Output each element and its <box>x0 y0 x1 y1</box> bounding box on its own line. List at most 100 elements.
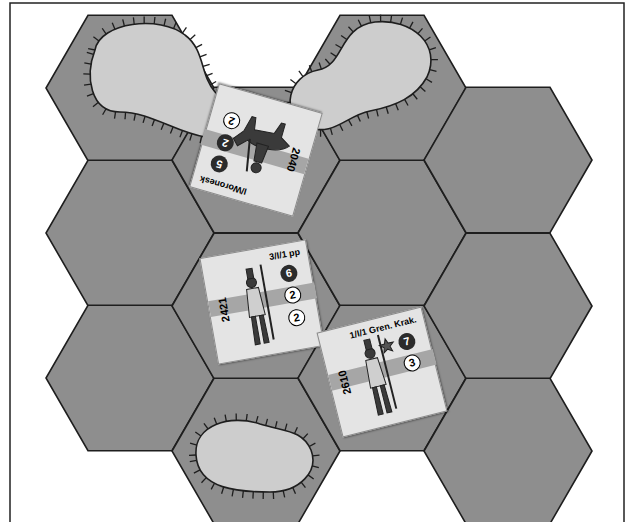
hachure <box>87 94 94 96</box>
hachure <box>161 123 164 129</box>
hachure <box>225 415 226 422</box>
hachure <box>180 131 182 138</box>
hachure <box>83 73 90 74</box>
hachure <box>313 454 320 456</box>
hachure <box>357 115 360 121</box>
unit-value: 6 <box>279 263 299 283</box>
terrain-hex <box>424 378 592 522</box>
hachure <box>319 63 321 70</box>
hachure <box>246 414 248 421</box>
hachure <box>152 119 154 126</box>
rough-terrain <box>196 420 313 492</box>
hachure <box>309 443 315 446</box>
hachure <box>143 17 144 24</box>
hachure <box>210 81 216 84</box>
hachure <box>87 52 94 54</box>
hachure <box>331 53 337 57</box>
hachure <box>143 116 145 123</box>
hachure <box>222 487 224 494</box>
hachure <box>405 99 408 105</box>
hachure <box>84 63 91 64</box>
hachure <box>336 45 342 48</box>
hachure <box>386 107 388 114</box>
hachure <box>429 48 436 50</box>
hachure <box>134 114 135 121</box>
hachure <box>396 104 399 110</box>
hachure <box>263 492 264 499</box>
hachure <box>103 109 106 115</box>
hachure <box>275 421 277 428</box>
hachure <box>252 492 254 499</box>
hachure <box>266 419 268 426</box>
hachure <box>204 423 208 429</box>
hachure <box>211 483 214 489</box>
hachure <box>358 20 361 26</box>
hachure <box>380 15 381 22</box>
hachure <box>196 44 202 47</box>
hachure <box>410 22 413 28</box>
hachure <box>190 134 192 141</box>
hachure <box>293 487 296 493</box>
hachure <box>88 49 95 50</box>
hachure <box>273 492 275 499</box>
hachure <box>312 466 319 468</box>
hachure <box>133 17 135 24</box>
hachure <box>348 27 353 32</box>
hachure <box>309 65 311 72</box>
hachure <box>303 434 308 439</box>
hachure <box>195 432 201 436</box>
hachure <box>301 482 305 488</box>
hachure <box>340 124 343 130</box>
hachure <box>320 130 321 137</box>
hachure <box>182 27 186 33</box>
hachure <box>174 22 177 28</box>
unit-counter: 3/I/1 pp6222421 <box>199 239 324 364</box>
hachure <box>256 416 258 423</box>
hachure <box>84 84 91 85</box>
hachure <box>420 87 425 92</box>
hachure <box>308 475 314 479</box>
hachure <box>189 454 196 456</box>
hachure <box>236 413 237 420</box>
unit-value: 2 <box>221 111 242 132</box>
hachure <box>299 71 303 77</box>
hachure <box>190 460 197 461</box>
hachure <box>123 19 125 26</box>
hachure <box>214 418 217 425</box>
hachure <box>164 19 166 26</box>
elite-star <box>378 337 395 354</box>
hachure <box>170 127 173 133</box>
hachure <box>285 424 287 431</box>
hachure <box>201 478 206 483</box>
hachure <box>325 59 330 64</box>
hachure <box>102 28 106 34</box>
hachure <box>203 64 210 66</box>
hachure <box>285 90 292 92</box>
terrain-hex <box>424 87 592 232</box>
hachure <box>418 28 423 33</box>
hachure <box>367 112 369 119</box>
hachure <box>283 491 285 498</box>
hachure <box>232 489 233 496</box>
unit-value: 7 <box>396 331 417 352</box>
hachure <box>115 112 116 119</box>
hachure <box>431 59 438 60</box>
hachure <box>200 54 207 56</box>
hachure <box>425 37 431 41</box>
unit-value: 5 <box>209 154 230 175</box>
hachure <box>377 110 379 117</box>
unit-value: 2 <box>287 307 307 327</box>
hachure <box>190 35 195 40</box>
hachure <box>194 470 200 473</box>
unit-name: 3/I/1 pp <box>268 247 300 263</box>
hachure <box>93 102 99 106</box>
hachure <box>348 120 351 126</box>
hachure <box>206 73 213 75</box>
hachure <box>413 94 417 100</box>
hachure <box>154 17 156 24</box>
hachure <box>295 427 298 433</box>
hachure <box>124 112 126 119</box>
hachure <box>390 15 392 22</box>
